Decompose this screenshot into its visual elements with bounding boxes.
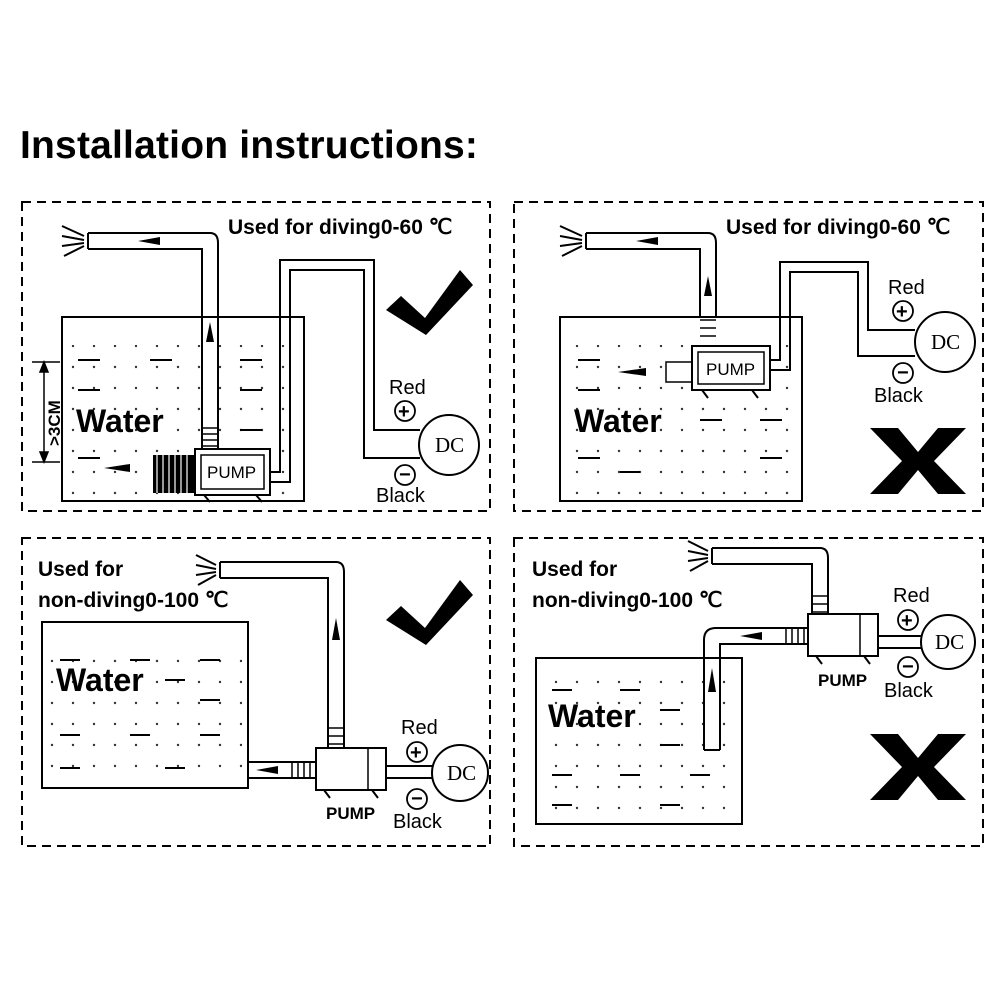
- dc-power-source: [418, 414, 480, 476]
- negative-terminal-icon: [897, 656, 919, 678]
- panel-condition-line2: non-diving0-100 ℃: [38, 589, 228, 612]
- black-wire-label: Black: [393, 811, 443, 833]
- cross-mark-icon: [870, 428, 966, 494]
- water-spray-icon: [559, 225, 583, 257]
- water-spray-icon: [195, 554, 217, 586]
- positive-terminal-icon: [897, 609, 919, 631]
- outlet-pipe: [220, 561, 345, 748]
- negative-terminal-icon: [406, 788, 428, 810]
- black-wire-label: Black: [874, 385, 924, 407]
- flow-arrow-icon: [332, 618, 340, 640]
- panel-external-correct: Used for non-diving0-100 ℃ Water: [21, 537, 491, 847]
- water-spray-icon: [61, 225, 85, 257]
- water-label: Water: [574, 403, 662, 439]
- dc-label: DC: [435, 433, 464, 457]
- panel-condition: Used for diving0-60 ℃: [726, 216, 950, 239]
- checkmark-icon: [386, 270, 473, 335]
- panel-border: [21, 537, 491, 847]
- black-wire-label: Black: [376, 485, 426, 507]
- panel-submerged-correct: Used for diving0-60 ℃ Water: [21, 201, 491, 512]
- pump-unit: PUMP: [807, 613, 879, 690]
- panel-border: [513, 537, 984, 847]
- panel-condition: Used for diving0-60 ℃: [228, 216, 452, 239]
- dc-power-source: [920, 614, 976, 670]
- flow-arrow-icon: [618, 368, 646, 376]
- panel-condition-line1: Used for: [532, 558, 617, 581]
- page-title: Installation instructions:: [20, 124, 479, 167]
- water-tank: Water: [41, 621, 249, 789]
- red-wire-label: Red: [888, 277, 925, 299]
- black-wire-label: Black: [884, 680, 934, 702]
- flow-arrow-icon: [636, 237, 658, 245]
- outlet-pipe: [586, 232, 717, 318]
- pump-label: PUMP: [818, 671, 867, 690]
- water-spray-icon: [687, 540, 709, 572]
- water-label: Water: [548, 698, 636, 734]
- pump-unit: PUMP: [665, 345, 771, 399]
- dc-label: DC: [935, 630, 964, 654]
- red-wire-label: Red: [389, 377, 426, 399]
- minus-sign: −: [399, 464, 411, 486]
- plus-sign: +: [901, 610, 913, 632]
- red-wire-label: Red: [893, 585, 930, 607]
- flow-arrow-icon: [740, 632, 762, 640]
- depth-label: >3CM: [45, 400, 64, 446]
- panel-condition-line2: non-diving0-100 ℃: [532, 589, 722, 612]
- red-wire-label: Red: [401, 717, 438, 739]
- flow-arrow-icon: [704, 276, 712, 296]
- minus-sign: −: [411, 788, 423, 810]
- pump-unit: PUMP: [315, 747, 387, 823]
- power-cable: [386, 765, 432, 779]
- water-tank: Water: [559, 316, 803, 502]
- outlet-pipe: [88, 232, 219, 448]
- flow-arrow-icon: [256, 766, 278, 774]
- positive-terminal-icon: [394, 400, 416, 422]
- power-cable: [878, 635, 922, 649]
- flow-arrow-icon: [708, 668, 716, 692]
- flow-arrow-icon: [104, 464, 130, 472]
- plus-sign: +: [398, 401, 410, 423]
- positive-terminal-icon: [892, 300, 914, 322]
- dc-power-source: [431, 744, 489, 802]
- inlet-pipe: [703, 627, 808, 750]
- outlet-pipe: [712, 547, 829, 614]
- dc-power-source: [914, 311, 976, 373]
- minus-sign: −: [897, 362, 909, 384]
- pump-label: PUMP: [326, 804, 375, 823]
- power-cable: [270, 259, 420, 483]
- positive-terminal-icon: [406, 741, 428, 763]
- minus-sign: −: [902, 656, 914, 678]
- plus-sign: +: [410, 742, 422, 764]
- plus-sign: +: [896, 301, 908, 323]
- dc-label: DC: [931, 330, 960, 354]
- flow-arrow-icon: [138, 237, 160, 245]
- pump-unit: PUMP: [153, 448, 271, 503]
- power-cable: [770, 261, 915, 371]
- inlet-pipe: [248, 761, 318, 779]
- panel-border: [513, 201, 984, 512]
- checkmark-icon: [386, 580, 473, 645]
- panel-condition-line1: Used for: [38, 558, 123, 581]
- pump-label: PUMP: [706, 360, 755, 379]
- negative-terminal-icon: [892, 362, 914, 384]
- water-label: Water: [56, 662, 144, 698]
- panel-border: [21, 201, 491, 512]
- flow-arrow-icon: [206, 322, 214, 342]
- negative-terminal-icon: [394, 464, 416, 486]
- cross-mark-icon: [870, 734, 966, 800]
- dc-label: DC: [447, 761, 476, 785]
- panel-submerged-wrong: Used for diving0-60 ℃ Water: [513, 201, 984, 512]
- water-label: Water: [76, 403, 164, 439]
- pump-label: PUMP: [207, 463, 256, 482]
- panel-external-wrong: Used for non-diving0-100 ℃ Water: [513, 537, 984, 847]
- depth-measure: [32, 359, 60, 465]
